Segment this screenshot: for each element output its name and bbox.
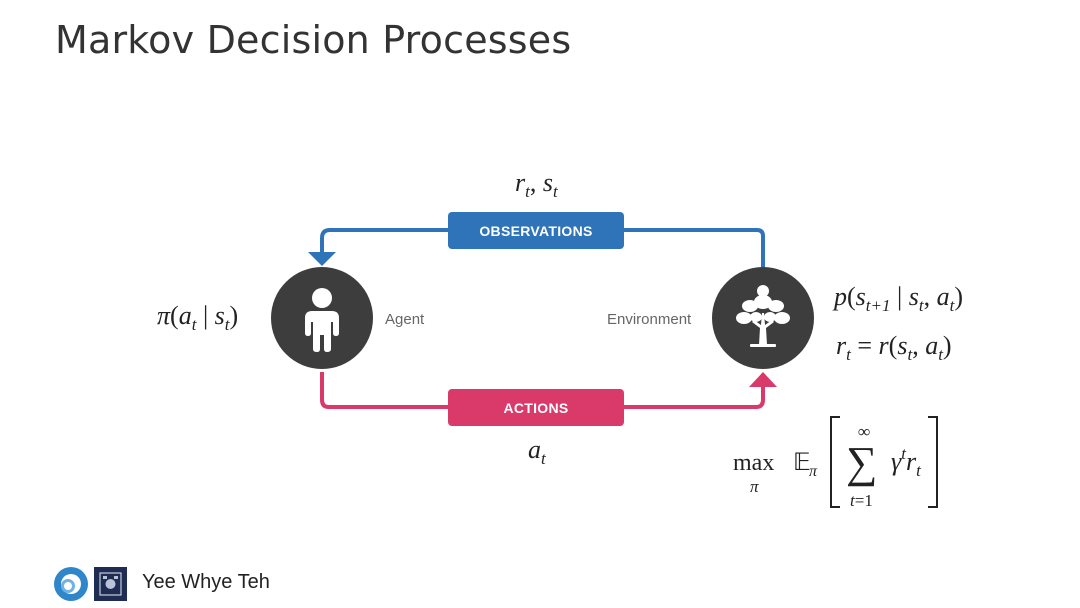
observation-symbols: rt, st <box>515 168 559 201</box>
svg-text:γtrt: γtrt <box>891 444 922 480</box>
observation-arrowhead <box>308 252 336 266</box>
environment-node <box>712 267 814 369</box>
svg-text:π: π <box>809 463 818 480</box>
observations-label: OBSERVATIONS <box>479 223 592 239</box>
svg-text:rt = r(st, at): rt = r(st, at) <box>836 331 952 364</box>
reward-formula: rt = r(st, at) <box>836 331 952 364</box>
observations-pill: OBSERVATIONS <box>448 212 624 249</box>
svg-text:p(st+1 | st, at): p(st+1 | st, at) <box>832 282 963 315</box>
agent-label: Agent <box>385 311 425 328</box>
actions-label: ACTIONS <box>503 400 568 416</box>
objective-formula: max π 𝔼 π ∞ ∑ t=1 γtrt <box>733 416 938 510</box>
author-name: Yee Whye Teh <box>142 571 270 593</box>
agent-node <box>271 267 373 369</box>
actions-pill: ACTIONS <box>448 389 624 426</box>
transition-formula: p(st+1 | st, at) <box>832 282 963 315</box>
svg-text:rt, st: rt, st <box>515 168 559 201</box>
svg-text:max: max <box>733 450 774 476</box>
svg-text:π: π <box>750 477 759 496</box>
action-arrowhead <box>749 372 777 387</box>
action-symbol: at <box>528 435 547 468</box>
svg-text:π(at | st): π(at | st) <box>157 301 238 334</box>
tree-icon <box>736 285 790 347</box>
person-icon <box>305 288 339 352</box>
svg-text:𝔼: 𝔼 <box>793 450 811 476</box>
svg-text:∑: ∑ <box>846 438 877 487</box>
slide-title: Markov Decision Processes <box>55 18 572 62</box>
logo-icon <box>54 567 88 601</box>
svg-text:t=1: t=1 <box>850 491 873 510</box>
environment-label: Environment <box>607 311 692 328</box>
svg-text:at: at <box>528 435 547 468</box>
policy-formula: π(at | st) <box>157 301 238 334</box>
svg-text:∞: ∞ <box>858 422 870 441</box>
crest-icon <box>94 567 127 601</box>
